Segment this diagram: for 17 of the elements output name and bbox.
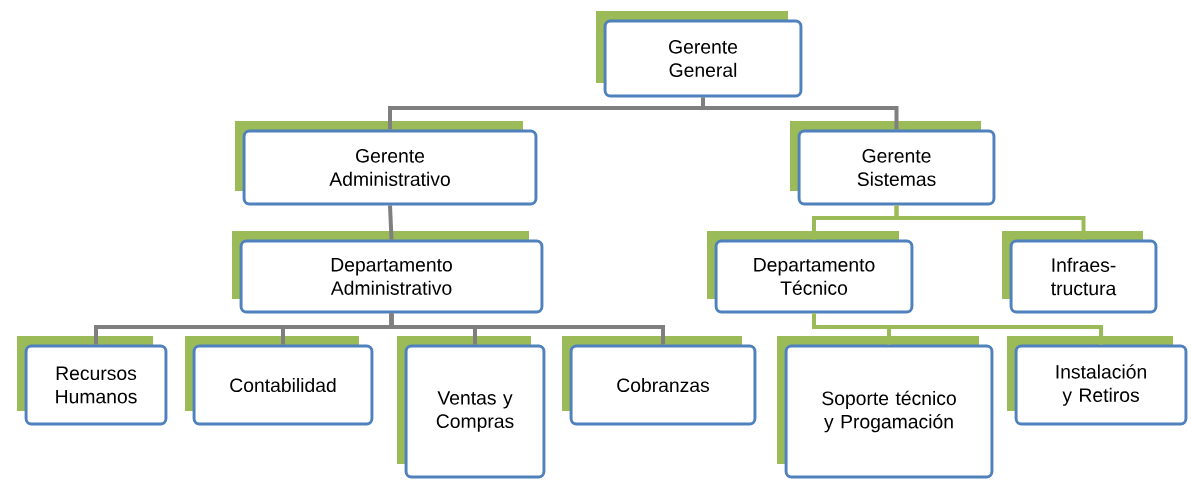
org-box: Recursos Humanos — [17, 336, 168, 426]
org-box: Gerente Administrativo — [235, 121, 538, 206]
connector-line — [894, 205, 1086, 240]
connector-line — [812, 313, 1103, 345]
org-box: Departamento Administrativo — [232, 231, 544, 314]
org-box: Contabilidad — [185, 336, 374, 426]
org-box: Cobranzas — [562, 336, 757, 426]
org-box: Gerente General — [596, 11, 803, 98]
org-box: Gerente Sistemas — [790, 121, 996, 206]
connector-line — [389, 313, 665, 345]
org-box: Departamento Técnico — [707, 231, 914, 314]
connector-line — [388, 205, 394, 240]
org-box: Infraes- tructura — [1002, 231, 1158, 314]
org-box: Ventas y Compras — [397, 336, 546, 479]
org-box: Soporte técnico y Progamación — [777, 336, 994, 479]
org-box: Instalación y Retiros — [1007, 336, 1188, 426]
connector-line — [701, 97, 899, 130]
